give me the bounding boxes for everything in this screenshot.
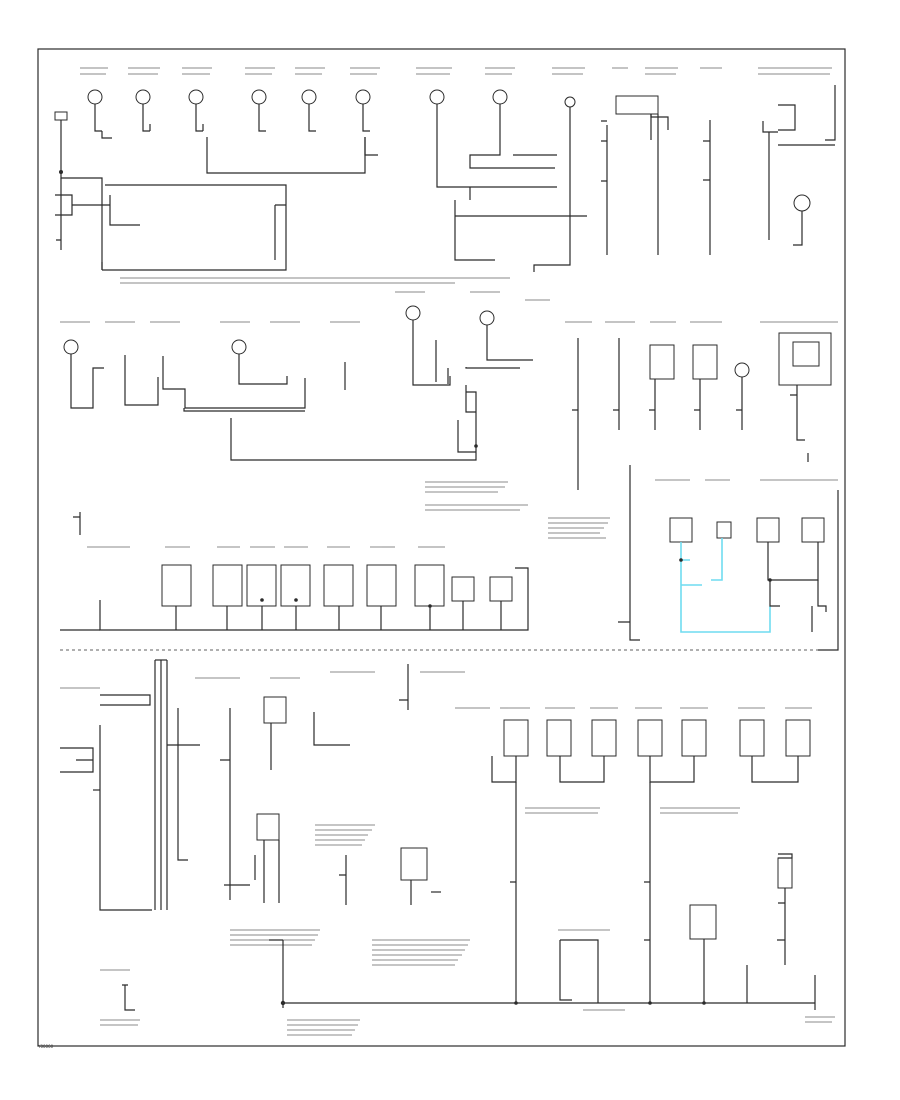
top-left-lamp-group <box>87 89 587 272</box>
second-row-lamp-group <box>63 305 533 461</box>
connector-pin-labels <box>60 67 838 1036</box>
main-ground-bus <box>122 939 815 1011</box>
top-right-module-group <box>601 85 836 255</box>
lower-middle-branch <box>313 664 441 905</box>
right-module-group <box>572 332 832 490</box>
lower-right-module-row <box>491 719 816 1010</box>
right-inner-frame <box>618 465 839 651</box>
diagram-code-label: Y00000 <box>38 1044 54 1049</box>
top-left-fuse-block <box>54 111 287 271</box>
connector-bus-row <box>60 512 529 631</box>
diagram-border <box>37 48 846 1047</box>
lower-left-branch <box>60 659 287 911</box>
